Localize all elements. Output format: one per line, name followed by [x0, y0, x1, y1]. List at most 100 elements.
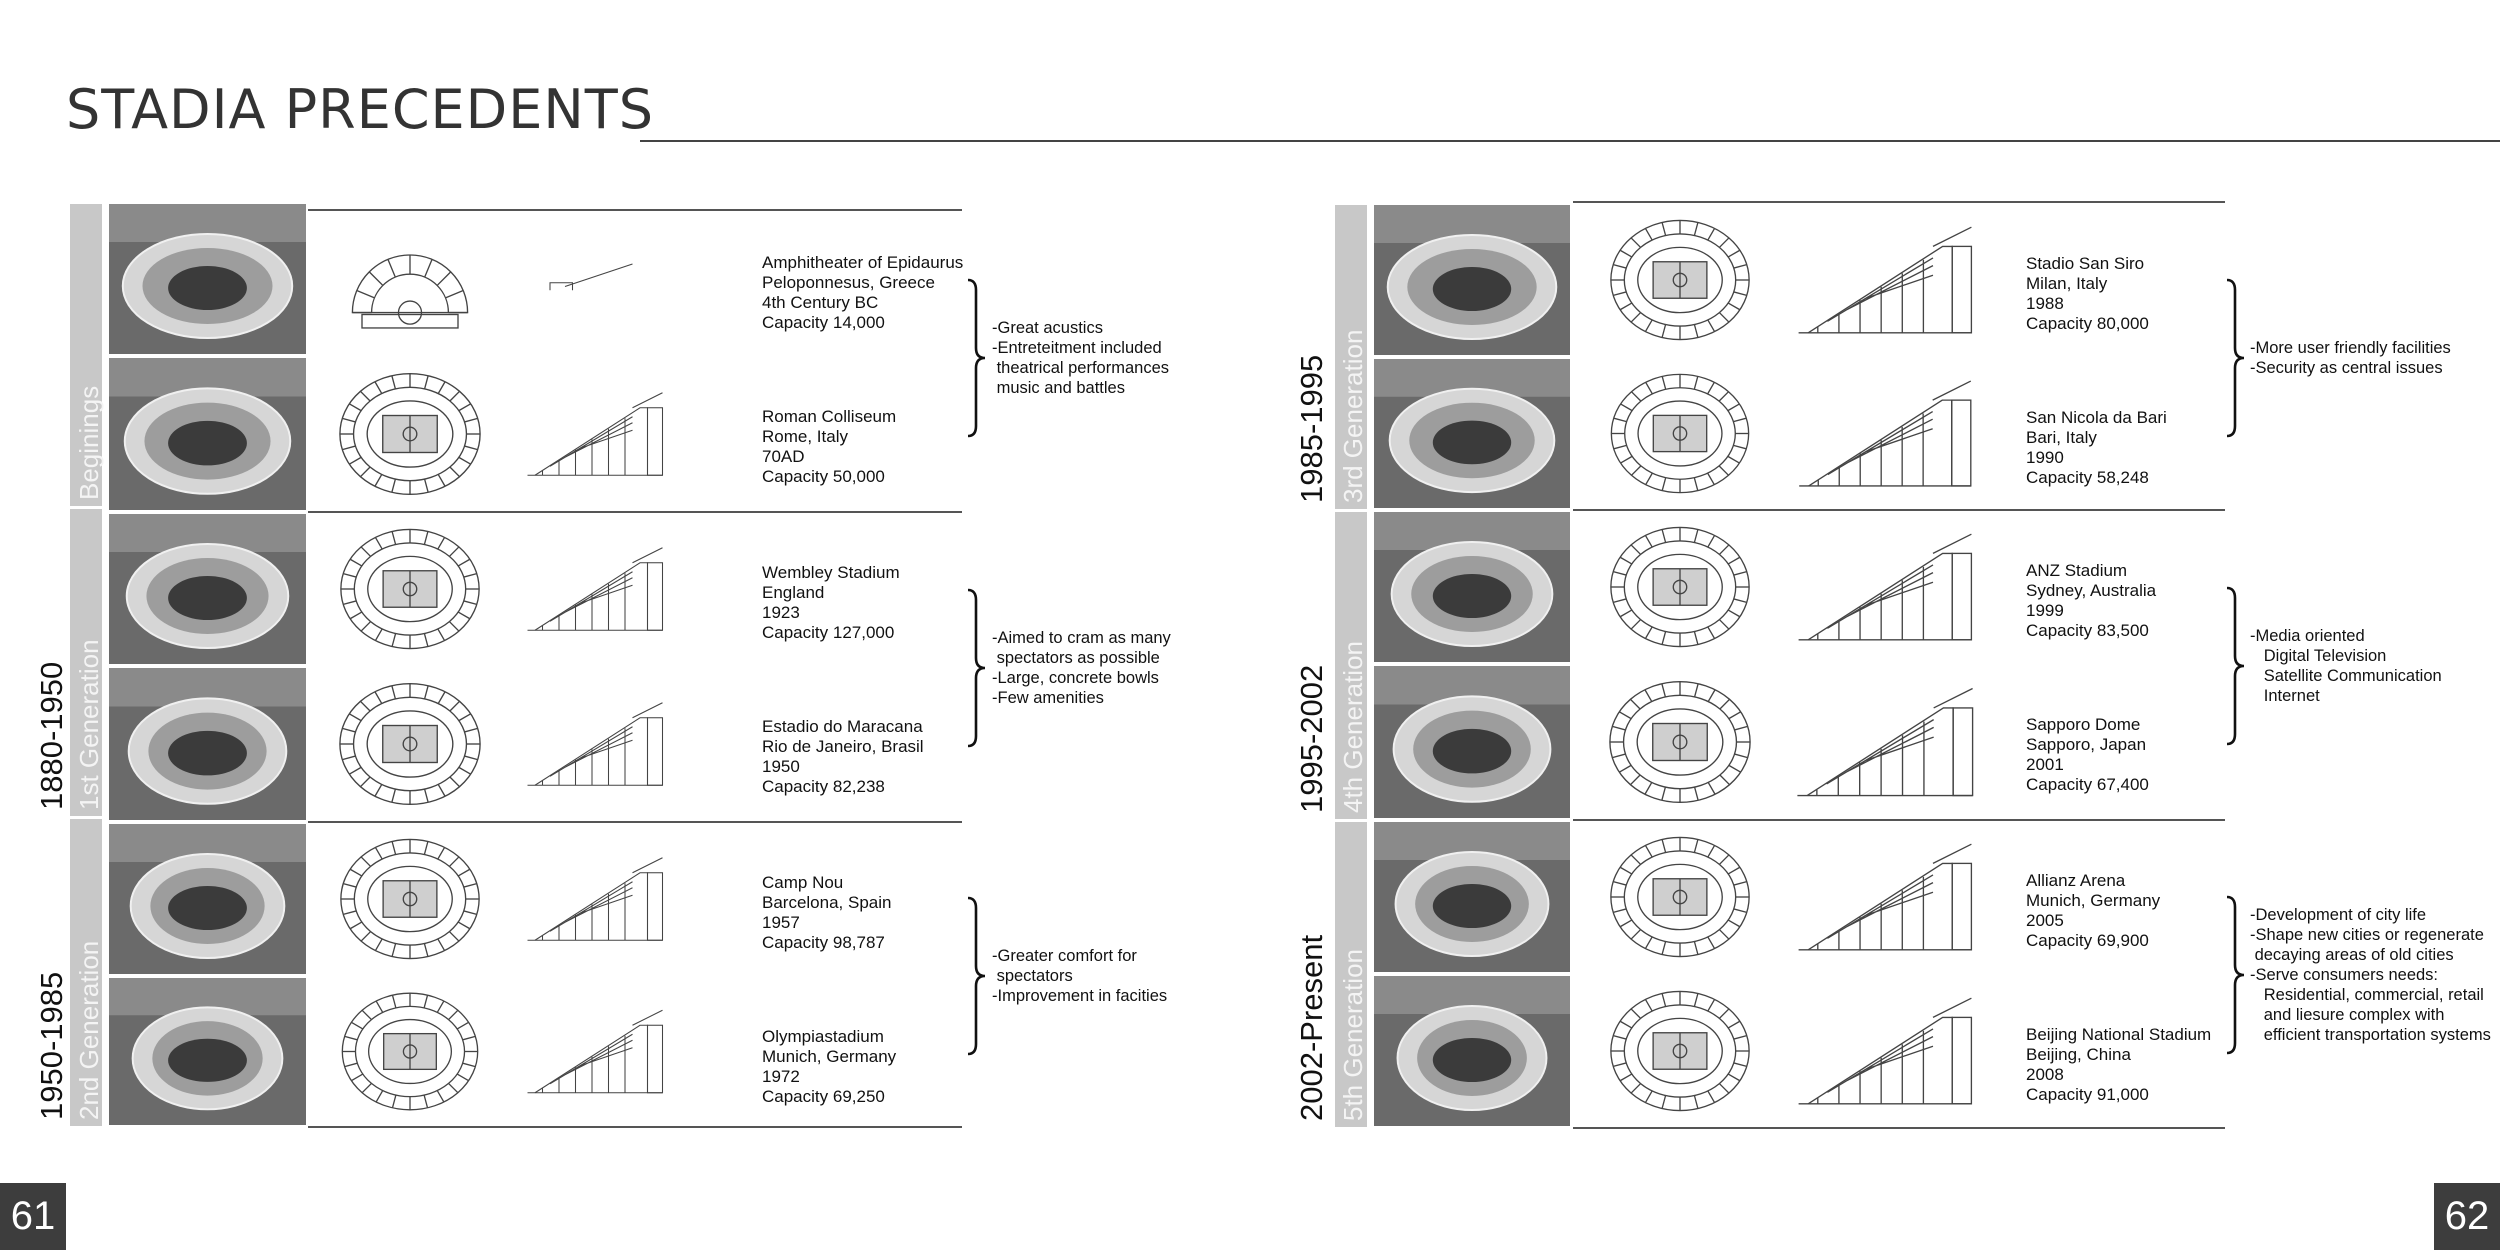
stadium-info-line: Sapporo, Japan — [2026, 735, 2147, 754]
stadium-plan-drawing — [1595, 208, 1765, 352]
stadium-info-line: Capacity 83,500 — [2026, 621, 2149, 640]
stadium-info-line: 1990 — [2026, 448, 2064, 467]
stadium-section-drawing — [520, 827, 670, 971]
stadium-info-line: Barcelona, Spain — [762, 893, 892, 912]
generation-label: 2nd Generation — [74, 940, 104, 1120]
stadium-info-line: Munich, Germany — [762, 1047, 897, 1066]
stadium-info-line: Capacity 127,000 — [762, 623, 895, 642]
stadium-section-drawing — [520, 517, 670, 661]
generation-label: 3rd Generation — [1338, 329, 1368, 503]
stadium-plan-drawing — [1595, 825, 1765, 969]
generation-label: Beginings — [74, 385, 104, 500]
stadium-plan-drawing — [330, 981, 490, 1122]
stadium-info-line: Rome, Italy — [762, 427, 848, 446]
generation-notes: -Greater comfort for spectators -Improve… — [992, 946, 1168, 1005]
stadium-info-line: 1988 — [2026, 294, 2064, 313]
stadium-info-line: Capacity 91,000 — [2026, 1085, 2149, 1104]
stadium-info-line: Wembley Stadium — [762, 563, 900, 582]
stadium-plan-drawing — [330, 207, 490, 351]
stadium-plan-drawing — [1595, 515, 1765, 659]
stadium-plan-drawing — [1595, 979, 1765, 1123]
stadium-info-line: Amphitheater of Epidaurus — [762, 253, 964, 272]
stadium-section-drawing — [1770, 362, 2000, 505]
stadium-info-line: 1923 — [762, 603, 800, 622]
stadium-section-drawing — [1770, 669, 2000, 815]
generation-notes: -Aimed to cram as many spectators as pos… — [992, 629, 1171, 707]
stadium-info-line: 1999 — [2026, 601, 2064, 620]
stadium-info-line: Capacity 58,248 — [2026, 468, 2149, 487]
bracket-icon — [966, 896, 988, 1056]
generation-notes: -More user friendly facilities -Security… — [2250, 338, 2451, 377]
era-label: 1985-1995 — [1294, 354, 1329, 503]
generation-band — [1335, 822, 1367, 1127]
generation-divider — [1573, 1127, 2225, 1129]
stadium-photo — [1374, 822, 1570, 972]
bracket-icon — [966, 278, 988, 438]
stadium-section-drawing — [520, 361, 670, 507]
era-label: 2002-Present — [1294, 934, 1329, 1121]
stadium-info-line: Capacity 98,787 — [762, 933, 885, 952]
stadium-info-line: Rio de Janeiro, Brasil — [762, 737, 924, 756]
stadium-info-line: San Nicola da Bari — [2026, 408, 2167, 427]
stadium-info-line: Capacity 82,238 — [762, 777, 885, 796]
bracket-icon — [2225, 278, 2247, 438]
stadium-info-line: Capacity 80,000 — [2026, 314, 2149, 333]
stadium-section-drawing — [520, 207, 670, 351]
generation-divider — [308, 511, 962, 513]
stadium-photo — [1374, 359, 1570, 508]
stadium-section-drawing — [1770, 208, 2000, 352]
section-rule — [308, 209, 962, 211]
stadium-photo — [109, 824, 306, 974]
generation-label: 4th Generation — [1338, 640, 1368, 813]
stadium-info-line: Allianz Arena — [2026, 871, 2126, 890]
stadium-info-line: Capacity 69,900 — [2026, 931, 2149, 950]
stadium-info-line: Beijing National Stadium — [2026, 1025, 2212, 1044]
generation-band — [1335, 512, 1367, 819]
stadium-section-drawing — [1770, 979, 2000, 1123]
stadium-photo — [109, 978, 306, 1125]
generation-notes: -Development of city life -Shape new cit… — [2250, 906, 2491, 1044]
stadium-info-line: 1950 — [762, 757, 800, 776]
stadium-section-drawing — [520, 671, 670, 817]
generation-notes: -Media oriented Digital Television Satel… — [2250, 627, 2442, 705]
stadium-photo — [109, 358, 306, 510]
bracket-icon — [2225, 586, 2247, 746]
generation-label: 5th Generation — [1338, 948, 1368, 1121]
generation-band — [70, 204, 102, 506]
title-underline — [640, 140, 2500, 142]
section-rule — [1573, 201, 2225, 203]
stadium-plan-drawing — [330, 827, 490, 971]
stadium-section-drawing — [520, 981, 670, 1122]
stadium-info-line: Capacity 14,000 — [762, 313, 885, 332]
stadium-info-line: 2008 — [2026, 1065, 2064, 1084]
stadium-info-line: Stadio San Siro — [2026, 254, 2145, 273]
stadium-info-line: 2005 — [2026, 911, 2064, 930]
stadium-info-line: 70AD — [762, 447, 805, 466]
stadium-plan-drawing — [1595, 669, 1765, 815]
stadium-info-line: Capacity 67,400 — [2026, 775, 2149, 794]
stadium-info-line: Roman Colliseum — [762, 407, 897, 426]
generation-band — [1335, 205, 1367, 509]
stadium-info-line: Capacity 69,250 — [762, 1087, 885, 1106]
stadium-photo — [1374, 512, 1570, 662]
stadium-plan-drawing — [330, 361, 490, 507]
stadium-info-line: 1972 — [762, 1067, 800, 1086]
generation-divider — [1573, 819, 2225, 821]
stadium-info-line: Bari, Italy — [2026, 428, 2097, 447]
stadium-info-line: ANZ Stadium — [2026, 561, 2128, 580]
stadium-photo — [109, 204, 306, 354]
stadium-info-line: 1957 — [762, 913, 800, 932]
era-label: 1995-2002 — [1294, 664, 1329, 813]
stadium-photo — [109, 668, 306, 820]
stadium-plan-drawing — [330, 517, 490, 661]
stadium-section-drawing — [1770, 825, 2000, 969]
stadium-info-line: Capacity 50,000 — [762, 467, 885, 486]
era-label: 1950-1985 — [34, 971, 69, 1120]
generation-band — [70, 509, 102, 816]
stadium-plan-drawing — [330, 671, 490, 817]
